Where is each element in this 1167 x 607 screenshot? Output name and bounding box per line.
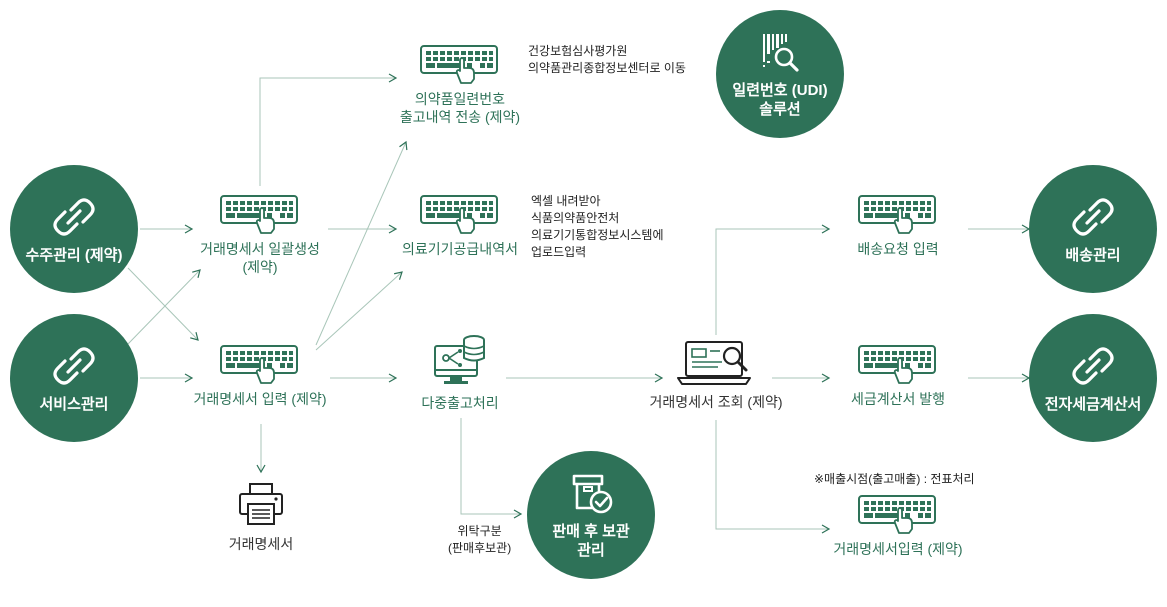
service-management-circle[interactable]: 서비스관리 [10,314,138,442]
order-management-label: 수주관리 (제약) [25,246,123,264]
after-sales-storage-label: 판매 후 보관 관리 [552,523,630,559]
sales-point-note: ※매출시점(출고매출) : 전표처리 [814,472,975,486]
arrow-order-input [127,267,199,341]
print-invoice-label: 거래명세서 [228,536,294,552]
arrow-inquiry-shipreq [715,224,831,335]
multi-dispatch-label: 다중출고처리 [421,395,499,411]
box-check-icon [572,474,613,514]
link-icon [51,343,97,389]
invoice-inquiry-label: 거래명세서 조회 (제약) [649,394,783,410]
printer-icon [239,483,283,525]
invoice-input-node[interactable]: 거래명세서 입력 (제약) [170,344,350,408]
invoice-entry-label: 거래명세서입력 (제약) [833,541,963,557]
invoice-inquiry-node[interactable]: 거래명세서 조회 (제약) [636,338,796,411]
arrow-service-batch [127,269,201,345]
keyboard-hand-icon [420,194,500,234]
supply-report-node[interactable]: 의료기기공급내역서 [380,194,540,258]
keyboard-hand-icon [858,494,938,534]
link-icon [1070,194,1116,240]
invoice-input-label: 거래명세서 입력 (제약) [193,391,327,407]
shipping-request-label: 배송요청 입력 [857,241,939,257]
e-tax-invoice-circle[interactable]: 전자세금계산서 [1029,314,1157,442]
keyboard-hand-icon [858,194,938,234]
database-monitor-icon [434,335,485,384]
barcode-search-icon [763,34,799,72]
order-management-circle[interactable]: 수주관리 (제약) [10,165,138,293]
invoice-entry-node[interactable]: 거래명세서입력 (제약) [808,494,988,558]
keyboard-hand-icon [858,344,938,384]
e-tax-invoice-label: 전자세금계산서 [1044,395,1142,413]
after-sales-storage-circle[interactable]: 판매 후 보관 관리 [527,451,655,579]
delivery-management-circle[interactable]: 배송관리 [1029,165,1157,293]
multi-dispatch-node[interactable]: 다중출고처리 [385,332,535,412]
keyboard-hand-icon [420,44,500,84]
delivery-management-label: 배송관리 [1065,246,1121,264]
keyboard-hand-icon [220,194,300,234]
shipping-request-node[interactable]: 배송요청 입력 [818,194,978,258]
supply-report-label: 의료기기공급내역서 [402,241,518,257]
arrow-input-supply [315,271,403,351]
print-invoice-node[interactable]: 거래명세서 [201,482,321,553]
arrow-batch-serial [259,73,398,186]
arrow-input-serial [315,140,408,346]
keyboard-hand-icon [220,344,300,384]
arrow-multi-aftersales [460,418,523,519]
tax-invoice-issue-node[interactable]: 세금계산서 발행 [818,344,978,408]
udi-solution-label: 일련번호 (UDI) 솔루션 [732,82,828,118]
batch-generate-node[interactable]: 거래명세서 일괄생성 (제약) [180,194,340,276]
batch-generate-label: 거래명세서 일괄생성 (제약) [200,241,320,275]
serial-send-node[interactable]: 의약품일련번호 출고내역 전송 (제약) [380,44,540,126]
udi-solution-circle[interactable]: 일련번호 (UDI) 솔루션 [716,10,844,138]
tax-invoice-issue-label: 세금계산서 발행 [850,391,946,407]
link-icon [1070,343,1116,389]
excel-upload-note: 엑셀 내려받아 식품의약품안전처 의료기기통합정보시스템에 업로드입력 [531,194,664,259]
arrow-inquiry-invinput [715,420,831,534]
consignment-note: 위탁구분 (판매후보관) [448,524,512,555]
serial-send-label: 의약품일련번호 출고내역 전송 (제약) [399,91,521,125]
laptop-search-icon [677,341,751,385]
link-icon [51,194,97,240]
hira-note: 건강보험심사평가원 의약품관리종합정보센터로 이동 [528,44,686,75]
service-management-label: 서비스관리 [39,395,109,413]
